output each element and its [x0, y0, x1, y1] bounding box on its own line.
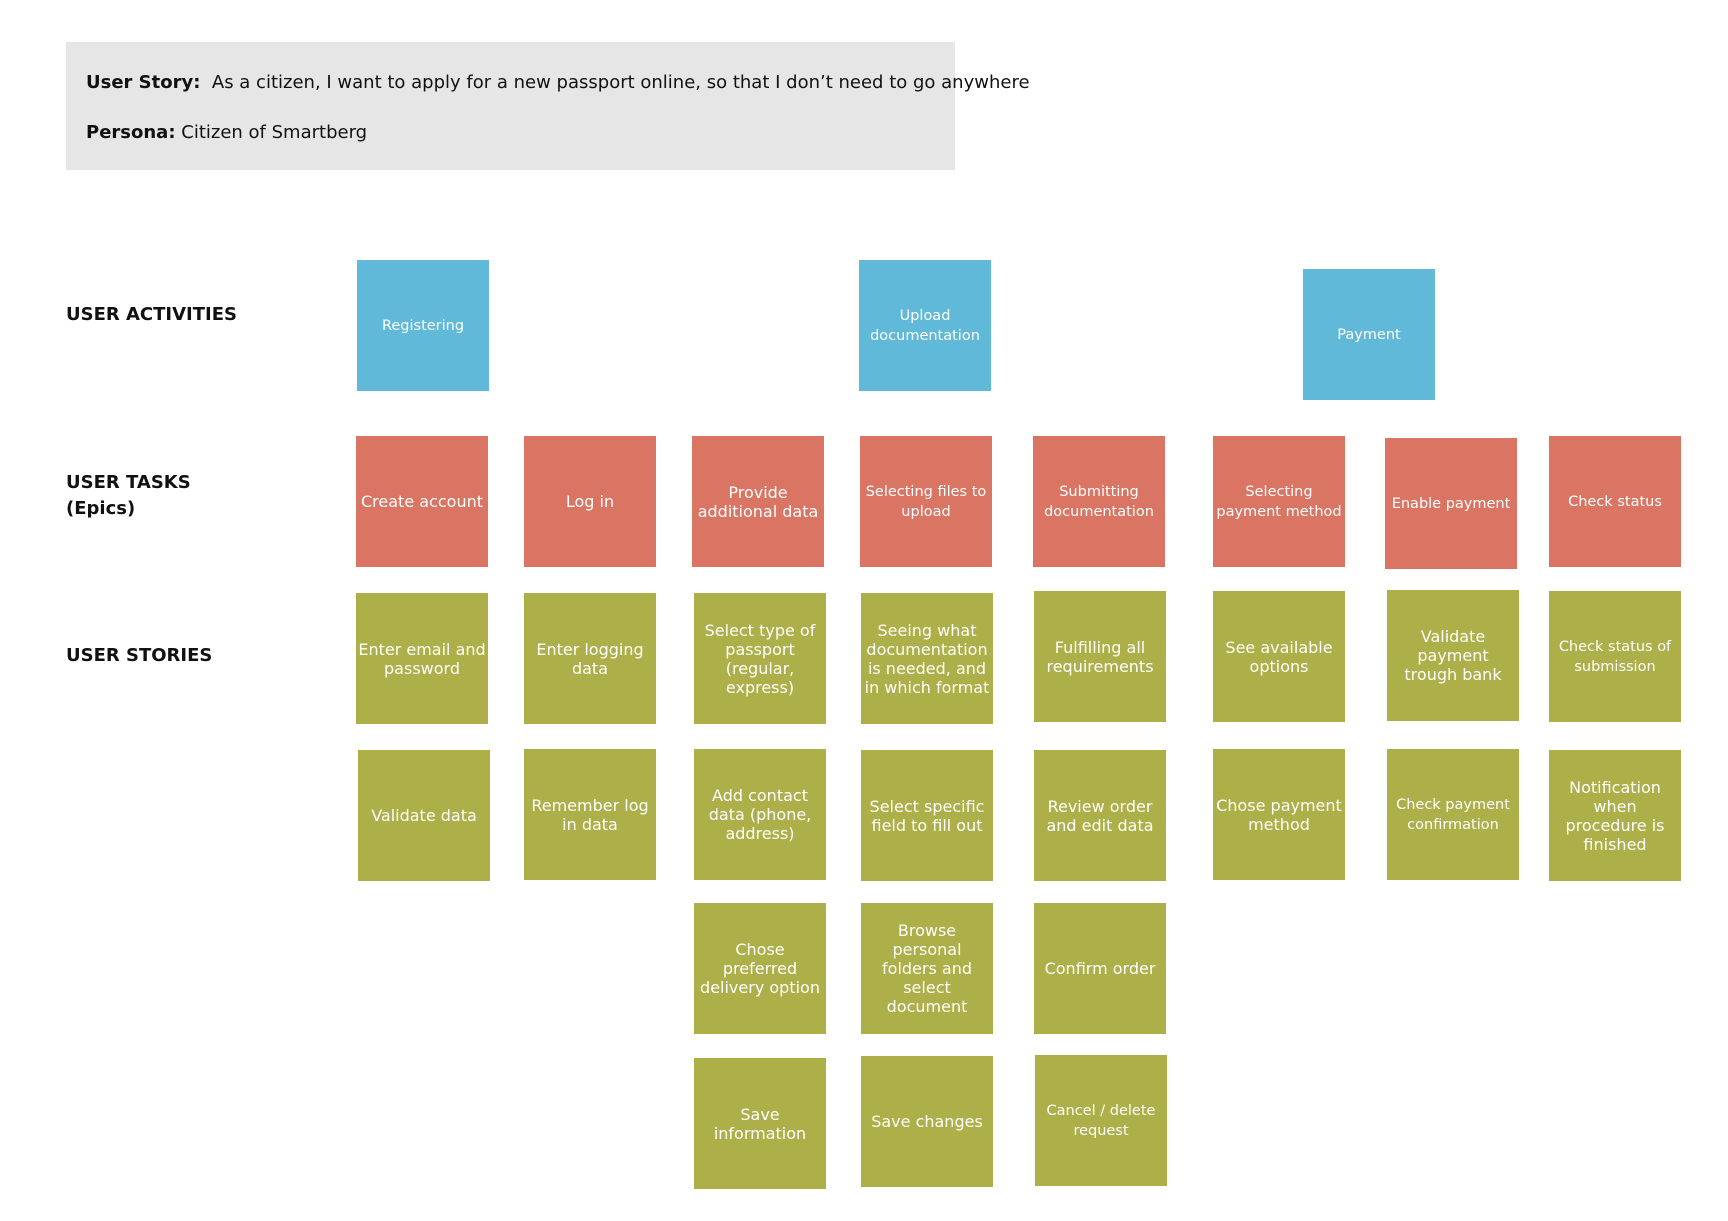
- persona-line: Persona: Citizen of Smartberg: [86, 122, 367, 143]
- story-save-changes[interactable]: Save changes: [861, 1056, 993, 1187]
- story-fulfilling-requirements[interactable]: Fulfilling all requirements: [1034, 591, 1166, 722]
- story-check-payment-confirmation[interactable]: Check payment confirmation: [1387, 749, 1519, 880]
- user-story-header: User Story: As a citizen, I want to appl…: [66, 42, 1030, 170]
- persona-text: Citizen of Smartberg: [181, 122, 368, 143]
- persona-label: Persona:: [86, 122, 176, 143]
- story-chose-payment-method[interactable]: Chose payment method: [1213, 749, 1345, 880]
- user-story-label: User Story:: [86, 72, 201, 93]
- story-cancel-delete-request[interactable]: Cancel / delete request: [1035, 1055, 1167, 1186]
- task-check-status[interactable]: Check status: [1549, 436, 1681, 567]
- row-label-tasks-line1: USER TASKS: [66, 472, 191, 493]
- story-confirm-order[interactable]: Confirm order: [1034, 903, 1166, 1034]
- task-provide-additional-data[interactable]: Provide additional data: [692, 436, 824, 567]
- activity-upload-documentation[interactable]: Upload documentation: [859, 260, 991, 391]
- story-enter-email-password[interactable]: Enter email and password: [356, 593, 488, 724]
- task-create-account[interactable]: Create account: [356, 436, 488, 567]
- task-selecting-payment-method[interactable]: Selecting payment method: [1213, 436, 1345, 567]
- story-select-passport-type[interactable]: Select type of passport (regular, expres…: [694, 593, 826, 724]
- user-story-text: As a citizen, I want to apply for a new …: [211, 72, 1030, 93]
- story-browse-personal-folders[interactable]: Browse personal folders and select docum…: [861, 903, 993, 1034]
- story-validate-payment-bank[interactable]: Validate payment trough bank: [1387, 590, 1519, 721]
- activity-payment[interactable]: Payment: [1303, 269, 1435, 400]
- story-chose-delivery-option[interactable]: Chose preferred delivery option: [694, 903, 826, 1034]
- task-selecting-files[interactable]: Selecting files to upload: [860, 436, 992, 567]
- task-submitting-documentation[interactable]: Submitting documentation: [1033, 436, 1165, 567]
- story-enter-logging-data[interactable]: Enter logging data: [524, 593, 656, 724]
- user-story-line: User Story: As a citizen, I want to appl…: [86, 72, 1030, 93]
- story-seeing-documentation[interactable]: Seeing what documentation is needed, and…: [861, 593, 993, 724]
- story-review-order[interactable]: Review order and edit data: [1034, 750, 1166, 881]
- task-log-in[interactable]: Log in: [524, 436, 656, 567]
- row-label-stories: USER STORIES: [66, 645, 213, 666]
- story-see-available-options[interactable]: See available options: [1213, 591, 1345, 722]
- story-save-information[interactable]: Save information: [694, 1058, 826, 1189]
- row-label-tasks: USER TASKS (Epics): [66, 470, 191, 522]
- story-notification-finished[interactable]: Notification when procedure is finished: [1549, 750, 1681, 881]
- story-validate-data[interactable]: Validate data: [358, 750, 490, 881]
- row-label-activities: USER ACTIVITIES: [66, 304, 237, 325]
- task-enable-payment[interactable]: Enable payment: [1385, 438, 1517, 569]
- activity-registering[interactable]: Registering: [357, 260, 489, 391]
- story-select-specific-field[interactable]: Select specific field to fill out: [861, 750, 993, 881]
- row-label-tasks-line2: (Epics): [66, 498, 136, 519]
- story-remember-log-in[interactable]: Remember log in data: [524, 749, 656, 880]
- story-check-submission-status[interactable]: Check status of submission: [1549, 591, 1681, 722]
- story-add-contact-data[interactable]: Add contact data (phone, address): [694, 749, 826, 880]
